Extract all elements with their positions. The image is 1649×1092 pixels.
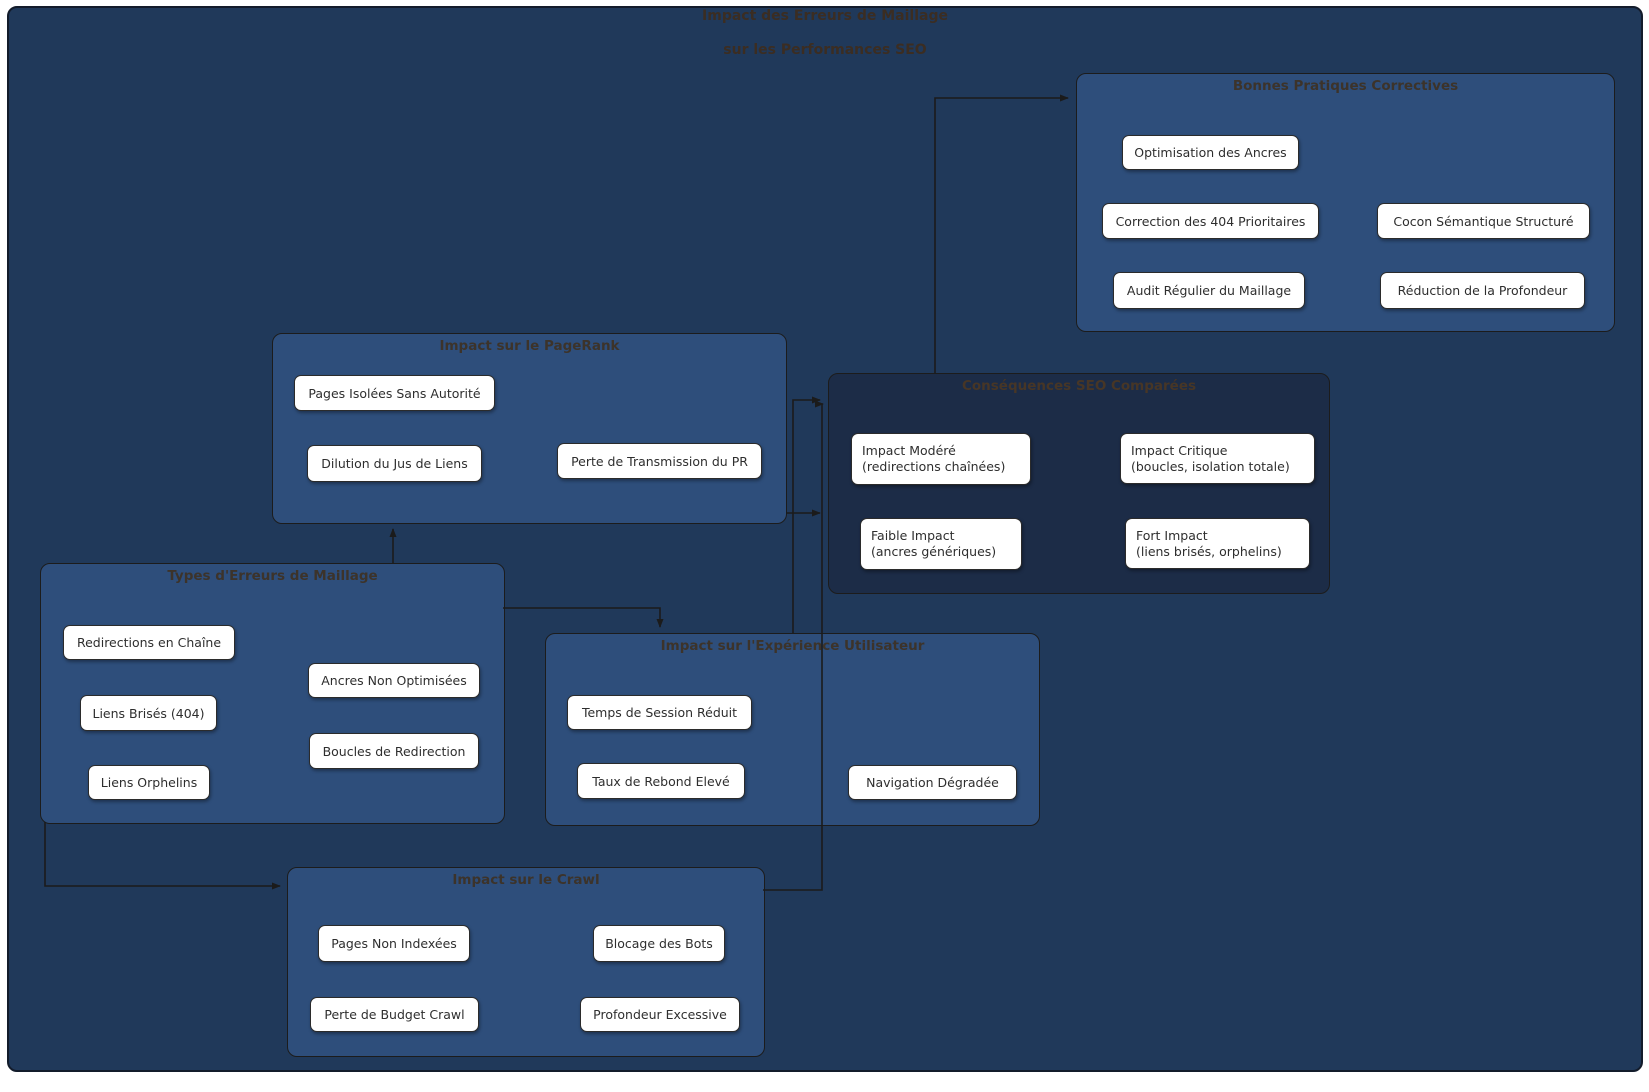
node-dilution-jus-liens: Dilution du Jus de Liens [307, 445, 482, 482]
node-impact-modere-line1: Impact Modéré [862, 443, 956, 458]
group-bonnes-pratiques-title: Bonnes Pratiques Correctives [1232, 78, 1459, 94]
node-profondeur-excessive: Profondeur Excessive [580, 997, 740, 1032]
node-impact-critique-line1: Impact Critique [1131, 442, 1228, 458]
node-fort-impact-line1: Fort Impact [1136, 527, 1208, 543]
diagram-title-line2: sur les Performances SEO [723, 42, 927, 58]
node-faible-impact: Faible Impact (ancres génériques) [860, 518, 1022, 570]
group-crawl-title: Impact sur le Crawl [452, 872, 600, 888]
group-consequences-title: Conséquences SEO Comparées [961, 378, 1197, 394]
node-temps-session-reduit: Temps de Session Réduit [567, 695, 752, 730]
node-audit-maillage: Audit Régulier du Maillage [1113, 272, 1305, 309]
node-impact-critique: Impact Critique (boucles, isolation tota… [1120, 433, 1315, 484]
diagram-title-line1: Impact des Erreurs de Maillage [702, 8, 948, 24]
node-perte-transmission-pr: Perte de Transmission du PR [557, 443, 762, 479]
node-faible-impact-line1: Faible Impact [871, 528, 955, 543]
node-blocage-bots: Blocage des Bots [593, 925, 725, 962]
group-pagerank-title: Impact sur le PageRank [439, 338, 620, 354]
node-boucles-redirection: Boucles de Redirection [309, 733, 479, 769]
node-redirections-chaine: Redirections en Chaîne [63, 625, 235, 660]
node-perte-budget-crawl: Perte de Budget Crawl [310, 997, 479, 1032]
diagram-title: Impact des Erreurs de Maillage sur les P… [7, 8, 1643, 59]
node-taux-rebond-eleve: Taux de Rebond Elevé [577, 763, 745, 799]
group-experience-utilisateur-title: Impact sur l'Expérience Utilisateur [660, 638, 925, 654]
node-cocon-semantique: Cocon Sémantique Structuré [1377, 203, 1590, 239]
node-navigation-degradee: Navigation Dégradée [848, 765, 1017, 800]
group-types-erreurs-title: Types d'Erreurs de Maillage [167, 568, 378, 584]
node-optimisation-des-ancres: Optimisation des Ancres [1122, 135, 1299, 170]
node-liens-brises: Liens Brisés (404) [80, 695, 217, 731]
node-correction-404: Correction des 404 Prioritaires [1102, 203, 1319, 239]
node-impact-modere-line2: (redirections chaînées) [862, 459, 1006, 474]
node-impact-critique-line2: (boucles, isolation totale) [1131, 458, 1290, 474]
node-impact-modere: Impact Modéré (redirections chaînées) [851, 433, 1031, 485]
node-reduction-profondeur: Réduction de la Profondeur [1380, 272, 1585, 309]
node-fort-impact: Fort Impact (liens brisés, orphelins) [1125, 518, 1310, 569]
group-pagerank: Impact sur le PageRank [272, 333, 787, 524]
node-liens-orphelins: Liens Orphelins [88, 765, 210, 800]
node-pages-non-indexees: Pages Non Indexées [318, 925, 470, 962]
node-pages-isolees: Pages Isolées Sans Autorité [294, 375, 495, 411]
node-fort-impact-line2: (liens brisés, orphelins) [1136, 543, 1282, 559]
node-ancres-non-optimisees: Ancres Non Optimisées [308, 663, 480, 698]
node-faible-impact-line2: (ancres génériques) [871, 544, 997, 559]
